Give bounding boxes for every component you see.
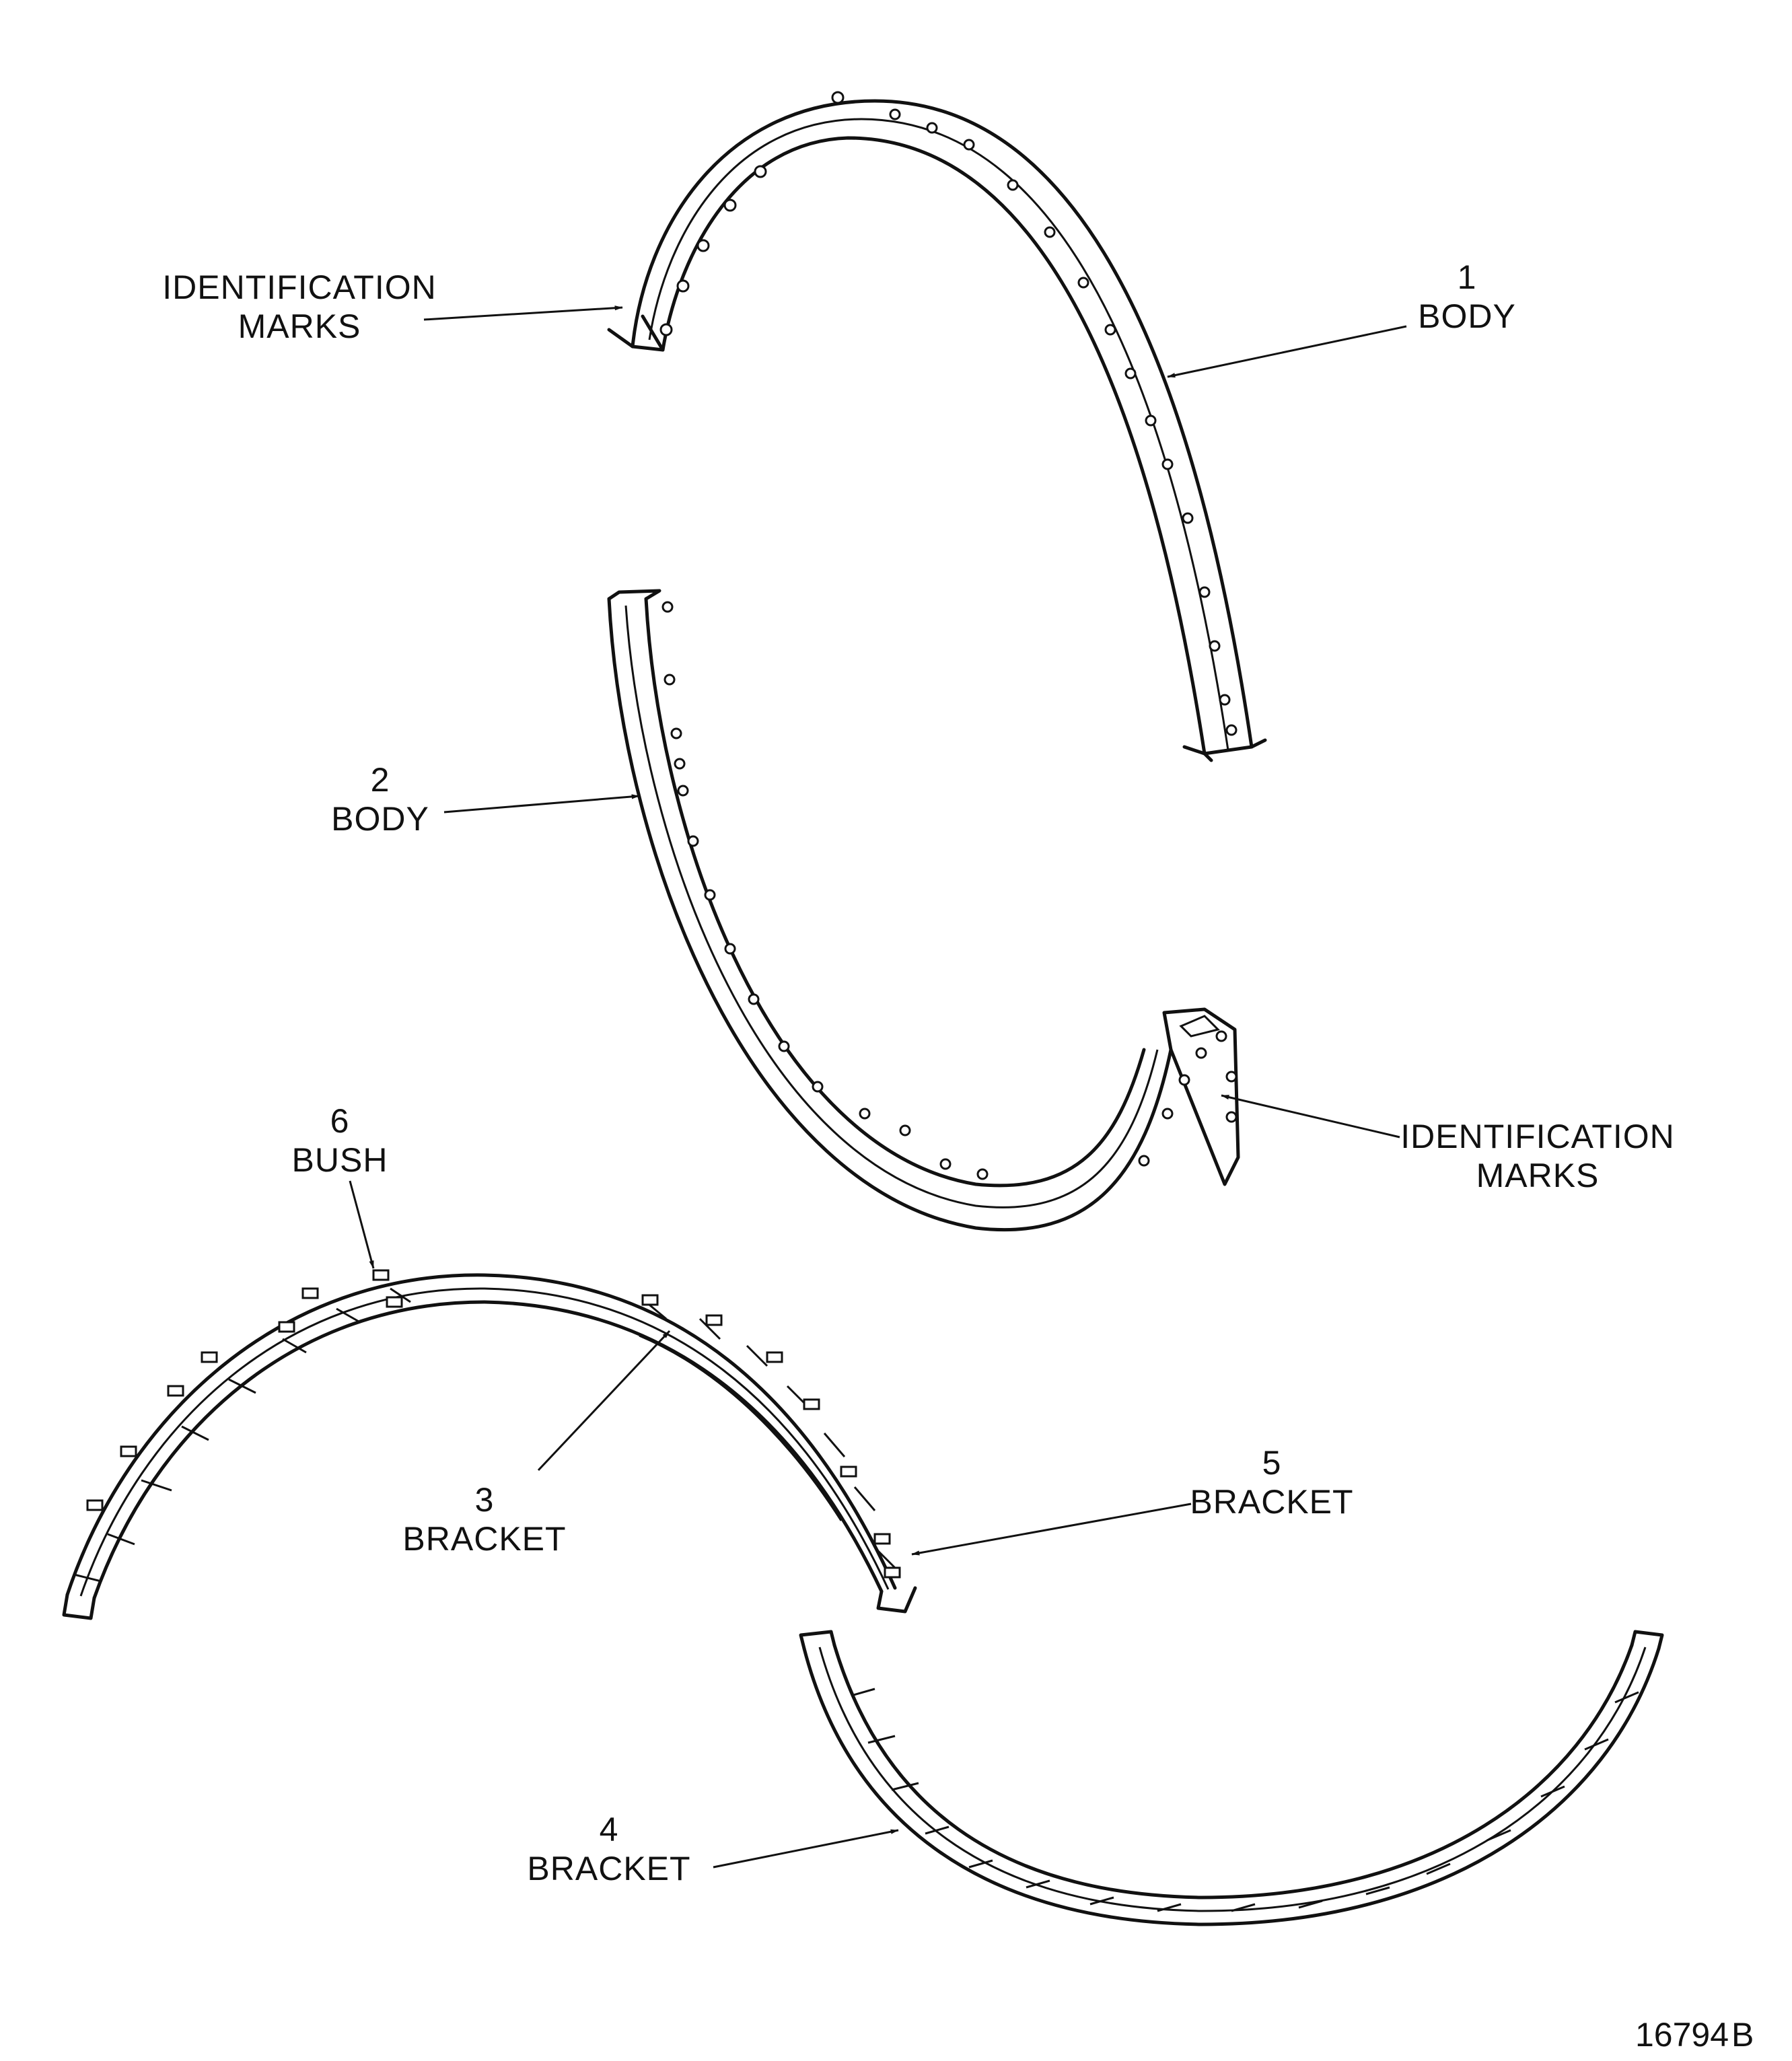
label-bracket-3-number: 3: [474, 1481, 495, 1519]
label-identification-marks-top-line1: IDENTIFICATION: [162, 268, 437, 306]
label-body-2-number: 2: [370, 761, 390, 799]
bracket-4: [799, 1630, 1664, 1926]
bushes-upper: [86, 1269, 901, 1579]
figure-number: 16794B: [1635, 2015, 1754, 2054]
label-identification-marks-mid: IDENTIFICATION MARKS: [1386, 1117, 1689, 1195]
label-bracket-4: 4 BRACKET: [522, 1810, 696, 1888]
label-bush-6-name: BUSH: [291, 1141, 388, 1179]
label-body-2-name: BODY: [331, 800, 429, 838]
leader-lines: [349, 305, 1407, 1869]
label-identification-marks-mid-line2: MARKS: [1476, 1157, 1600, 1194]
label-bracket-5-name: BRACKET: [1190, 1483, 1354, 1521]
label-bush-6: 6 BUSH: [273, 1101, 407, 1180]
label-bracket-3: 3 BRACKET: [397, 1480, 572, 1558]
label-body-1-number: 1: [1457, 258, 1477, 296]
body-2-holes: [661, 601, 1238, 1180]
body-2-ring: [607, 589, 1240, 1232]
label-identification-marks-top-line2: MARKS: [238, 308, 361, 345]
label-body-1-name: BODY: [1418, 297, 1516, 335]
figure-number-value: 16794: [1635, 2016, 1729, 2054]
label-bracket-5: 5 BRACKET: [1184, 1443, 1359, 1521]
body-1-holes: [659, 91, 1238, 736]
label-body-1: 1 BODY: [1400, 258, 1534, 336]
label-identification-marks-top: IDENTIFICATION MARKS: [148, 268, 451, 346]
label-bush-6-number: 6: [330, 1102, 350, 1140]
bracket-assembly-upper: [62, 1269, 917, 1620]
label-bracket-4-name: BRACKET: [527, 1850, 691, 1887]
label-body-2: 2 BODY: [313, 760, 447, 838]
figure-number-suffix: B: [1731, 2016, 1754, 2054]
label-bracket-3-name: BRACKET: [402, 1520, 567, 1558]
label-identification-marks-mid-line1: IDENTIFICATION: [1400, 1118, 1675, 1155]
label-bracket-4-number: 4: [599, 1811, 619, 1848]
label-bracket-5-number: 5: [1262, 1444, 1282, 1482]
body-1-ring: [607, 91, 1267, 762]
